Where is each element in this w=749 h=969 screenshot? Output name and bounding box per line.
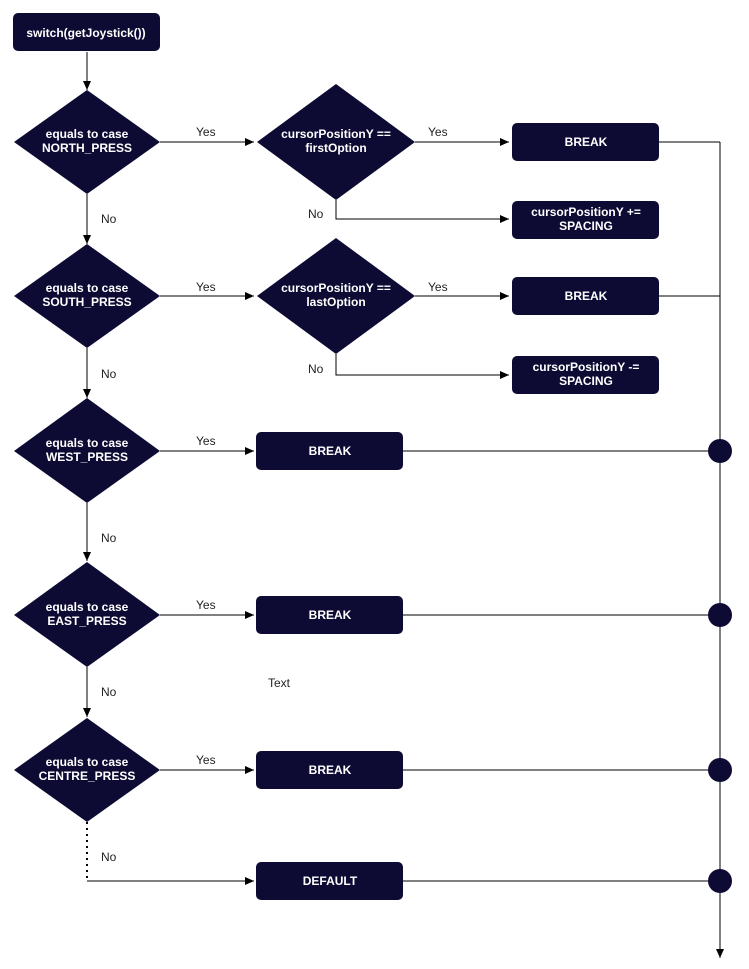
label-north-yes: Yes — [196, 125, 216, 139]
edge-labels: Yes Yes No No Yes Yes No No Yes No Yes N… — [101, 125, 448, 864]
break-box-north[interactable]: BREAK — [512, 123, 659, 161]
label-north-no: No — [101, 212, 117, 226]
increment-box-line1: cursorPositionY += — [531, 205, 641, 219]
edges — [83, 52, 724, 958]
label-last-option-no: No — [308, 362, 324, 376]
decision-south-line2: SOUTH_PRESS — [42, 295, 131, 309]
break-box-centre-label: BREAK — [309, 763, 352, 777]
decision-west-line1: equals to case — [46, 436, 129, 450]
decision-last-option-line2: lastOption — [306, 295, 365, 309]
break-box-west[interactable]: BREAK — [256, 432, 403, 470]
label-first-option-yes: Yes — [428, 125, 448, 139]
decrement-box-line2: SPACING — [559, 374, 613, 388]
decision-first-option-line1: cursorPositionY == — [281, 127, 391, 141]
label-centre-no: No — [101, 850, 117, 864]
decision-last-option[interactable]: cursorPositionY == lastOption — [257, 238, 415, 354]
decision-east-line2: EAST_PRESS — [47, 614, 126, 628]
decision-last-option-line1: cursorPositionY == — [281, 281, 391, 295]
decision-east-line1: equals to case — [46, 600, 129, 614]
label-east-yes: Yes — [196, 598, 216, 612]
break-box-centre[interactable]: BREAK — [256, 751, 403, 789]
increment-box-line2: SPACING — [559, 219, 613, 233]
junction-centre — [708, 758, 732, 782]
label-east-no: No — [101, 685, 117, 699]
default-box[interactable]: DEFAULT — [256, 862, 403, 900]
break-box-east-label: BREAK — [309, 608, 352, 622]
decision-south[interactable]: equals to case SOUTH_PRESS — [14, 244, 160, 348]
break-box-north-label: BREAK — [565, 135, 608, 149]
start-node-label: switch(getJoystick()) — [26, 26, 145, 40]
decision-north-line1: equals to case — [46, 127, 129, 141]
decision-north-line2: NORTH_PRESS — [42, 141, 132, 155]
decision-centre-line1: equals to case — [46, 755, 129, 769]
junction-east — [708, 603, 732, 627]
edge-last-option-no — [335, 354, 509, 379]
break-box-south-label: BREAK — [565, 289, 608, 303]
break-box-east[interactable]: BREAK — [256, 596, 403, 634]
label-first-option-no: No — [308, 207, 324, 221]
label-south-yes: Yes — [196, 280, 216, 294]
start-node[interactable]: switch(getJoystick()) — [13, 13, 160, 51]
junctions — [708, 439, 732, 893]
decrement-box-line1: cursorPositionY -= — [533, 360, 640, 374]
decision-south-line1: equals to case — [46, 281, 129, 295]
floating-text-label: Text — [268, 676, 291, 690]
decision-west[interactable]: equals to case WEST_PRESS — [14, 398, 160, 503]
decrement-box[interactable]: cursorPositionY -= SPACING — [512, 356, 659, 394]
junction-west — [708, 439, 732, 463]
decision-east[interactable]: equals to case EAST_PRESS — [14, 562, 160, 667]
label-south-no: No — [101, 367, 117, 381]
label-last-option-yes: Yes — [428, 280, 448, 294]
edge-first-option-no — [335, 200, 509, 223]
decision-first-option[interactable]: cursorPositionY == firstOption — [257, 84, 415, 200]
label-centre-yes: Yes — [196, 753, 216, 767]
decision-centre-line2: CENTRE_PRESS — [39, 769, 136, 783]
decision-centre[interactable]: equals to case CENTRE_PRESS — [14, 718, 160, 822]
default-box-label: DEFAULT — [303, 874, 358, 888]
break-box-west-label: BREAK — [309, 444, 352, 458]
label-west-no: No — [101, 531, 117, 545]
label-west-yes: Yes — [196, 434, 216, 448]
decision-north[interactable]: equals to case NORTH_PRESS — [14, 90, 160, 194]
decision-first-option-line2: firstOption — [305, 141, 366, 155]
increment-box[interactable]: cursorPositionY += SPACING — [512, 201, 659, 239]
break-box-south[interactable]: BREAK — [512, 277, 659, 315]
junction-default — [708, 869, 732, 893]
decision-west-line2: WEST_PRESS — [46, 450, 128, 464]
